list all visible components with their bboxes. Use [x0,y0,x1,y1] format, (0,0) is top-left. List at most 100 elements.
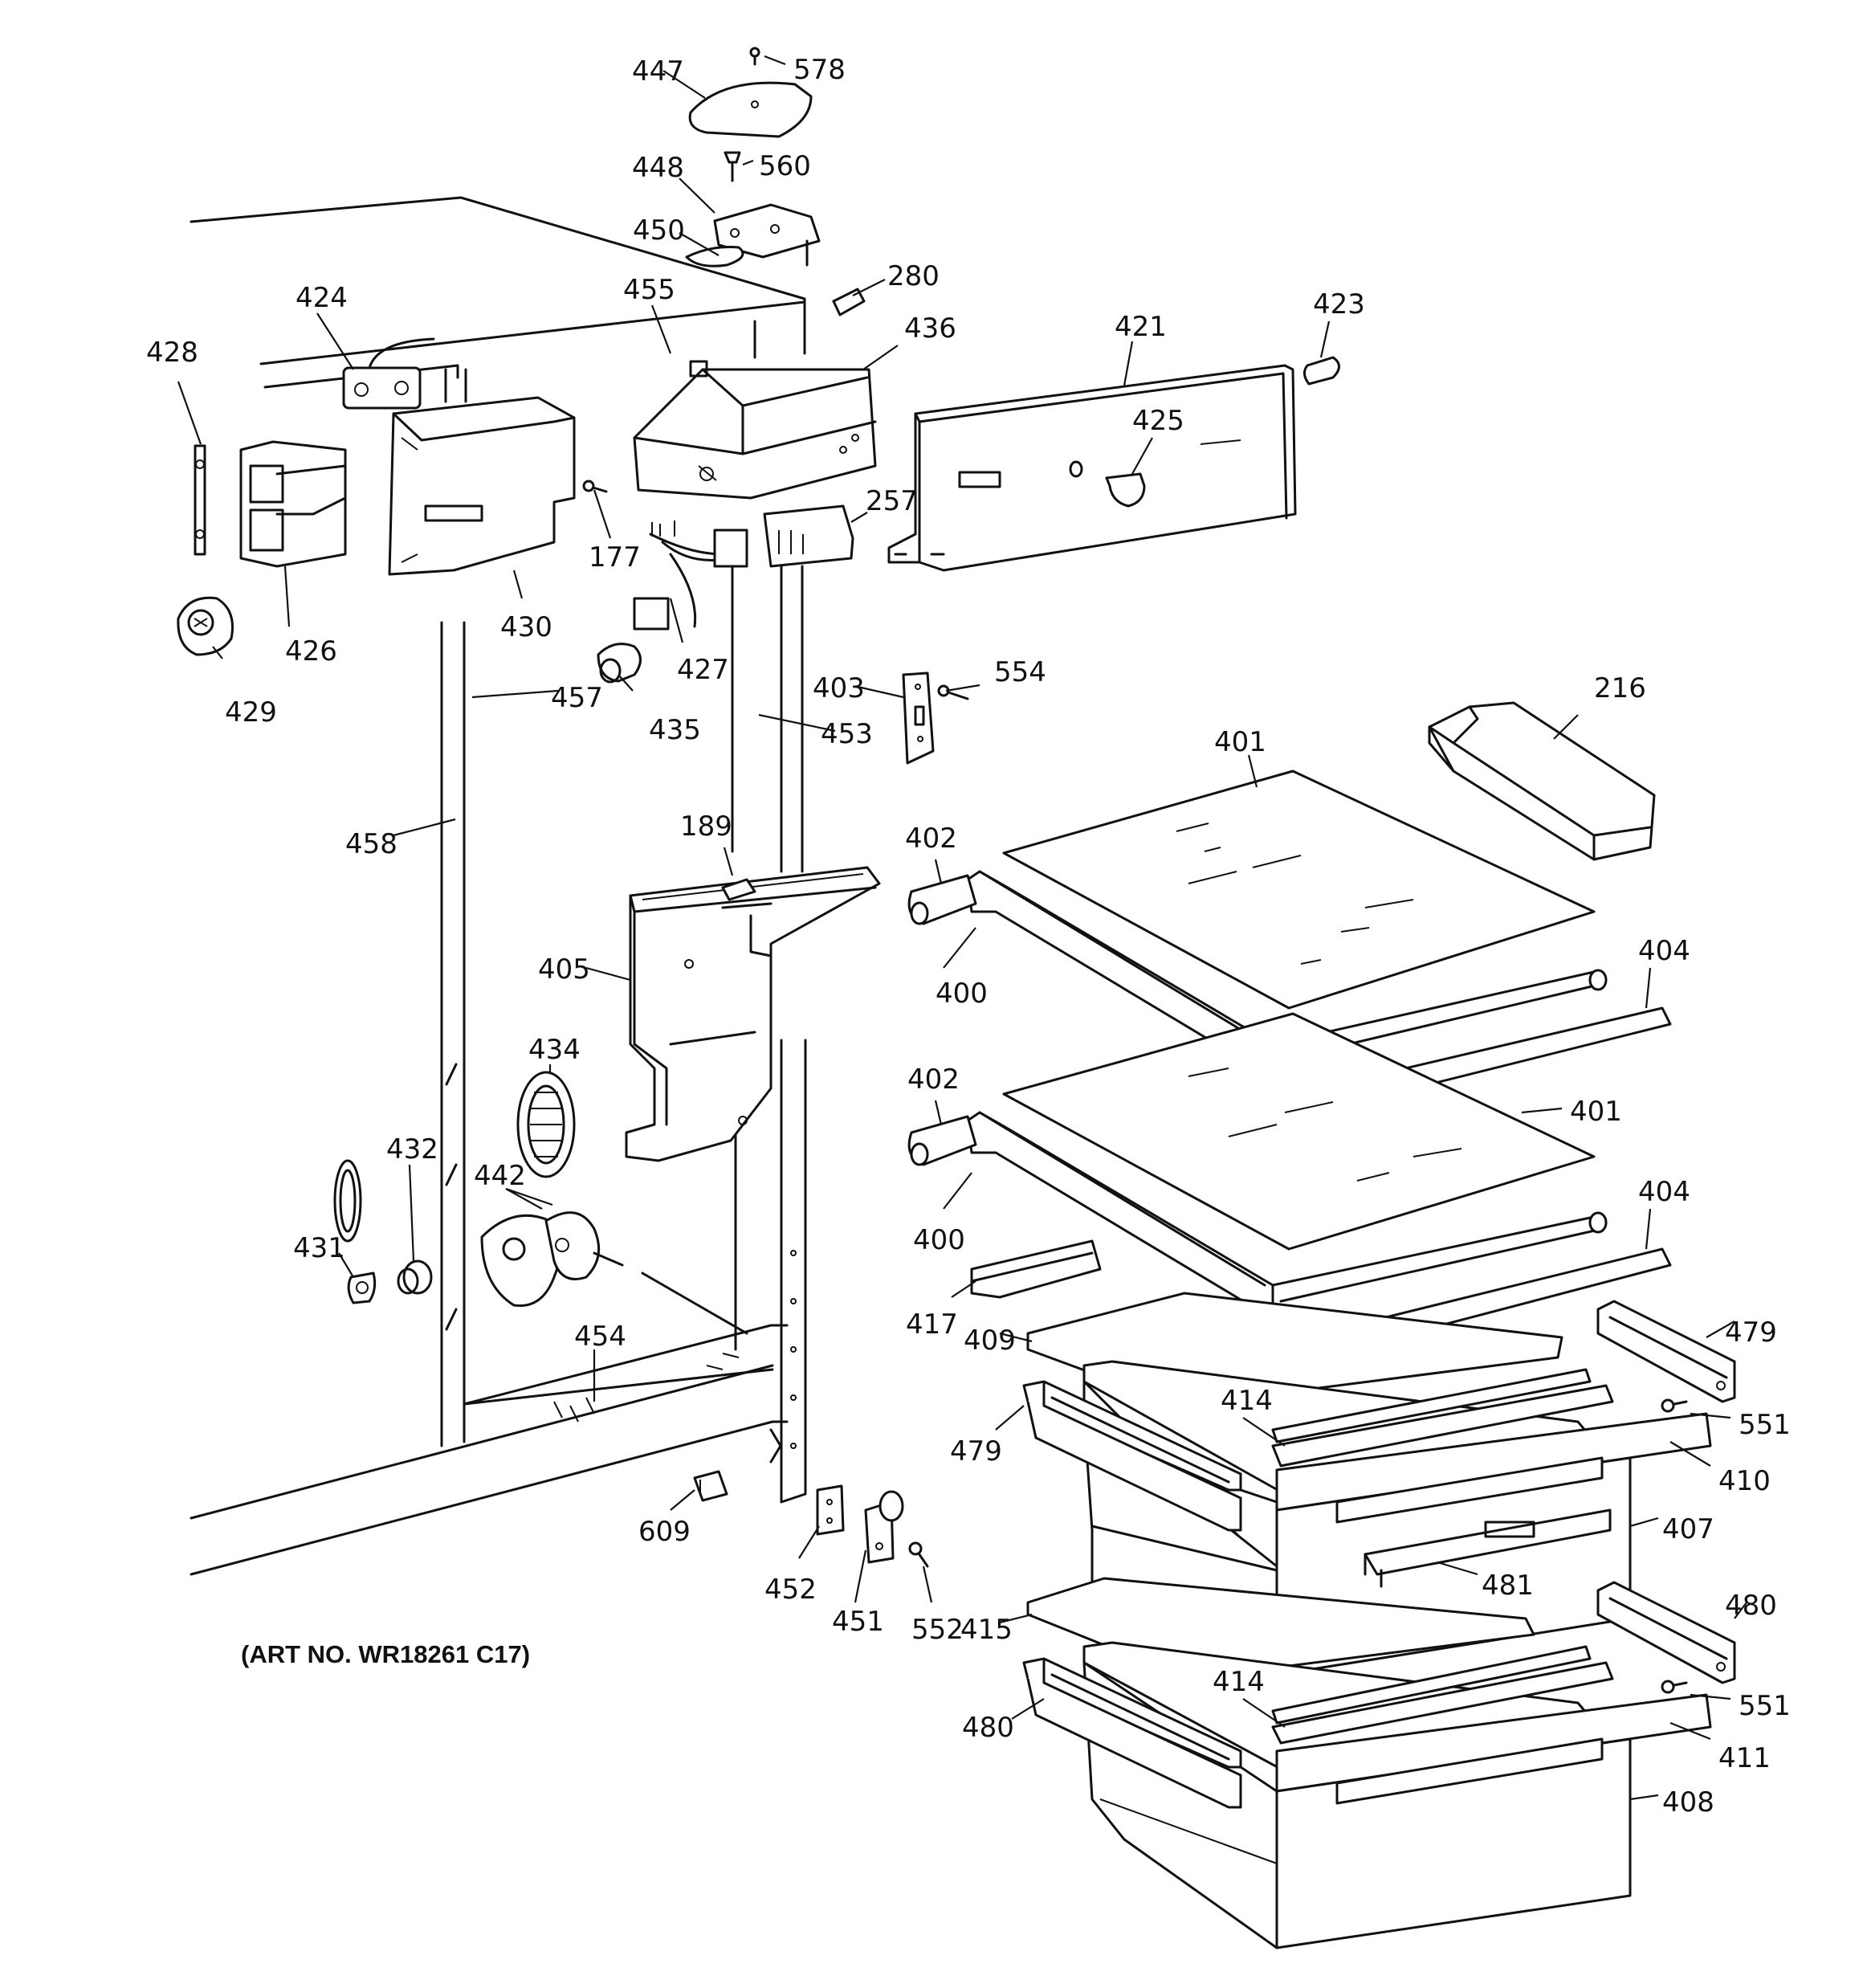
callout-480-left: 480 [962,1712,1014,1744]
callout-403: 403 [813,672,865,704]
callout-448: 448 [632,152,684,184]
damper-knob-429 [177,596,234,656]
callout-447: 447 [632,55,684,88]
callout-216: 216 [1594,672,1646,704]
hinge-cover-part [688,47,813,138]
callout-425: 425 [1132,405,1184,437]
switch-609 [693,1470,728,1502]
leader-lines [177,55,1747,1801]
slide-479-left [1022,1380,1242,1532]
callout-415: 415 [960,1614,1013,1646]
callout-404-upper: 404 [1638,935,1690,967]
wire-harness-427 [633,520,748,631]
thermostat-424 [342,337,435,410]
air-diffuser-426 [239,440,347,568]
art-number-caption: (ART NO. WR18261 C17) [241,1640,530,1668]
callout-453: 453 [821,718,873,750]
callout-177: 177 [589,541,641,574]
callout-436: 436 [904,312,956,345]
knob-425 [1105,472,1146,508]
callout-402-upper: 402 [905,823,957,855]
callout-428: 428 [146,337,198,369]
callout-429: 429 [225,696,277,729]
slide-480-left [1022,1657,1242,1809]
air-duct-405 [625,866,881,1162]
clip-189 [721,878,756,901]
callout-402-middle: 402 [907,1063,960,1096]
callout-442: 442 [474,1160,526,1192]
callout-407: 407 [1662,1513,1714,1545]
callout-450: 450 [633,214,685,247]
callout-430: 430 [500,611,552,643]
callout-479-right: 479 [1725,1316,1777,1349]
slide-479-right [1596,1300,1736,1403]
callout-609: 609 [638,1516,691,1548]
callout-414-upper: 414 [1221,1385,1273,1417]
timer-257 [763,504,854,568]
callout-280: 280 [887,260,940,292]
callout-457: 457 [551,682,603,714]
cabinet-liner [190,196,807,1576]
wire-harness-connector [832,288,866,316]
callout-423: 423 [1313,288,1365,320]
callout-189: 189 [680,810,732,843]
callout-458: 458 [345,828,397,860]
callout-400-middle: 400 [913,1224,965,1256]
callout-560: 560 [759,150,811,182]
callout-434: 434 [528,1034,581,1066]
callout-554: 554 [994,656,1046,688]
callout-405: 405 [538,953,590,986]
callout-480-right: 480 [1725,1590,1777,1622]
callout-427: 427 [677,654,729,686]
bracket-428 [194,444,206,556]
support-417 [970,1239,1102,1299]
hinge-part [685,151,821,267]
shelf-support-403 [902,672,969,765]
callout-417: 417 [906,1308,958,1341]
callout-401-upper: 401 [1214,726,1266,758]
lens-423 [1303,356,1340,386]
callout-414-lower: 414 [1213,1666,1265,1698]
callout-421: 421 [1115,311,1167,343]
callout-435: 435 [649,714,701,746]
callout-452: 452 [764,1574,817,1606]
callout-426: 426 [285,635,337,667]
door-bin-216 [1428,701,1656,861]
callout-432: 432 [386,1133,438,1165]
slide-480-right [1596,1581,1736,1684]
callout-551-upper: 551 [1739,1409,1791,1441]
callout-552: 552 [911,1614,964,1646]
lamp-sockets-442 [480,1211,624,1308]
door-stop-451 [864,1490,904,1564]
callout-408: 408 [1662,1786,1714,1819]
control-cover-430 [388,396,576,576]
screw-552 [908,1541,929,1568]
light-shield-431 [333,1159,377,1304]
callout-404-middle: 404 [1638,1176,1690,1208]
callout-409: 409 [964,1325,1016,1357]
callout-431: 431 [293,1232,345,1264]
control-panel-421 [887,364,1297,572]
callout-labels: 447 578 448 560 450 280 424 455 436 421 … [146,54,1791,1819]
callout-455: 455 [623,274,675,306]
callout-410: 410 [1718,1465,1771,1497]
callout-411: 411 [1718,1742,1771,1774]
middle-shelf-assembly [907,1012,1672,1351]
callout-451: 451 [832,1606,884,1638]
callout-257: 257 [866,485,918,517]
callout-479-left: 479 [950,1435,1002,1468]
callout-454: 454 [574,1321,626,1353]
fan-housing-436 [633,360,877,500]
hinge-cover-452 [816,1484,845,1536]
callout-578: 578 [793,54,846,86]
screw-551-upper [1661,1398,1688,1413]
callout-551-lower: 551 [1739,1690,1791,1722]
screw-551-lower [1661,1680,1688,1694]
callout-481: 481 [1482,1570,1534,1602]
lamp-434 [516,1071,576,1178]
light-socket-435 [597,643,642,684]
callout-400-upper: 400 [936,978,988,1010]
lower-drawer-assembly [1082,1641,1712,1949]
callout-424: 424 [296,282,348,314]
